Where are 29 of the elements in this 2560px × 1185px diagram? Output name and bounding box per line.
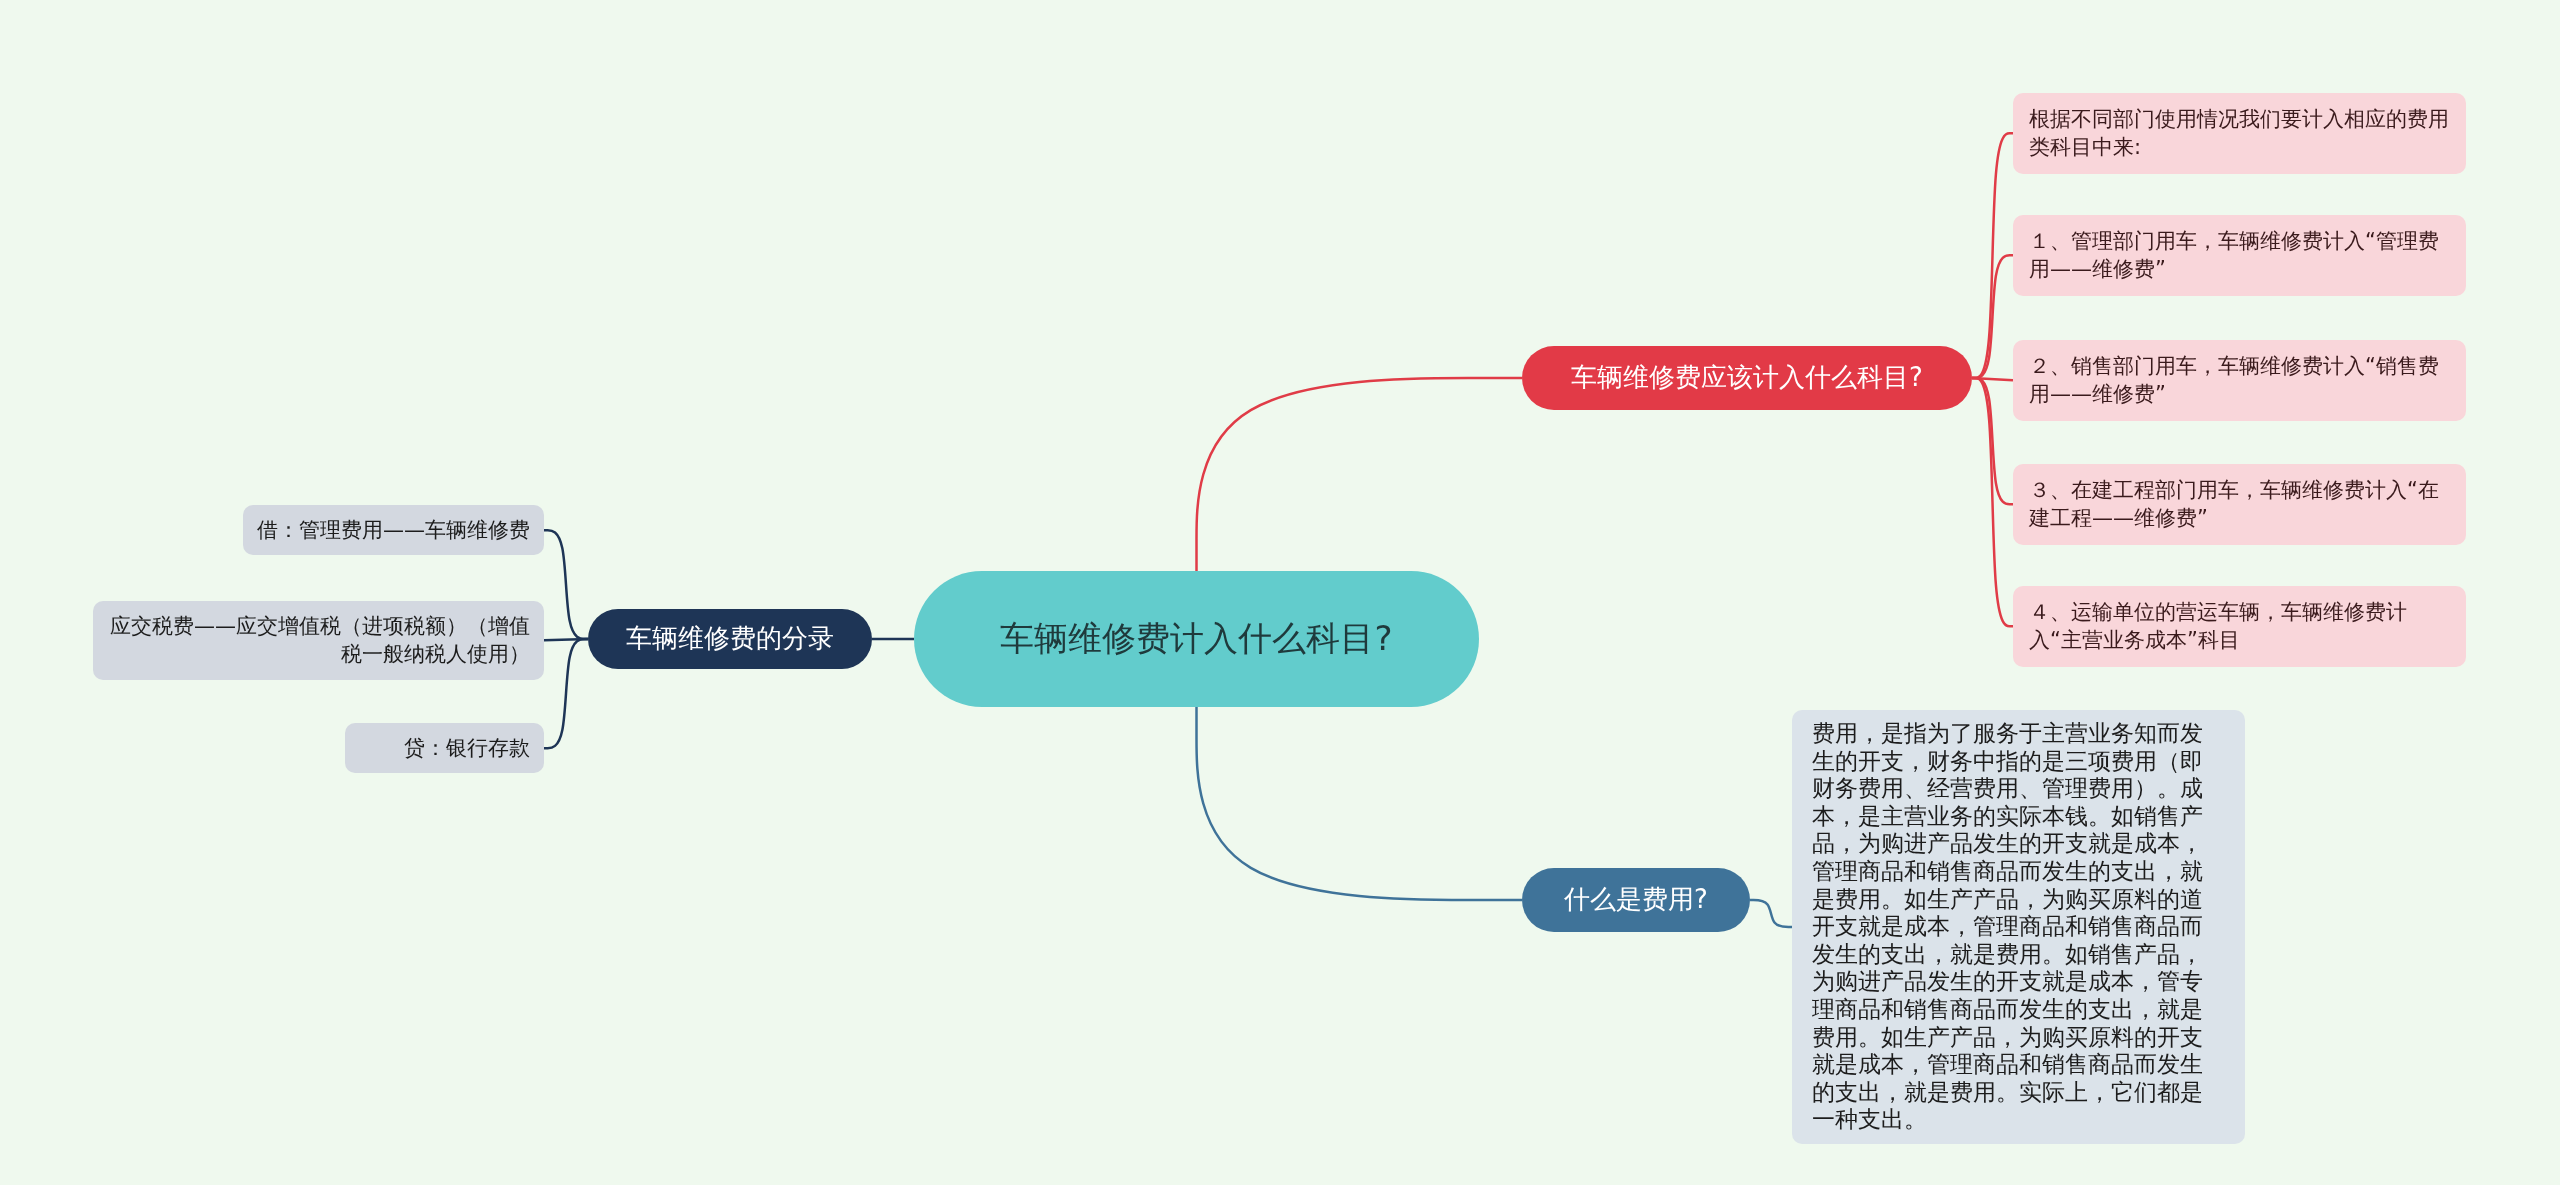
topic-text: 什么是费用? bbox=[1564, 883, 1708, 917]
description-text: 费用，是指为了服务于主营业务知而发生的开支，财务中指的是三项费用（即财务费用、经营费用、管理费用）。成本，是主营业务的实际本钱。如销售产品，为购进产品发生的开支就是成本，管理商品和销售商品而发生的支出，就是费用。如生产产品，为购买原料的道开支就是成本，管理商品和销售商品而发生的支出，就是费用。如销售产品，为购进产品发生的开支就是成本，管专理商品和销售商品而发生的支出，就是费用。如生产产品，为购买原料的开支就是成本，管理商品和销售商品而发生的支出，就是费用。实际上，它们都是一种支出。 bbox=[1812, 720, 2204, 1134]
note-card bbox=[2013, 215, 2466, 296]
branch-line bbox=[1750, 898, 1792, 929]
note-text: １、管理部门用车，车辆维修费计入“管理费用——维修费” bbox=[2029, 228, 2440, 284]
note-text: ２、销售部门用车，车辆维修费计入“销售费用——维修费” bbox=[2029, 353, 2440, 409]
note-text: 根据不同部门使用情况我们要计入相应的费用类科目中来: bbox=[2029, 106, 2450, 162]
entry-card bbox=[93, 601, 544, 680]
entry-text: 贷：银行存款 bbox=[403, 735, 530, 762]
topic-pill bbox=[588, 609, 872, 669]
note-card bbox=[2013, 586, 2466, 667]
topic-text: 车辆维修费的分录 bbox=[626, 622, 834, 656]
branch-line bbox=[544, 637, 588, 750]
central-topic-text: 车辆维修费计入什么科目? bbox=[1000, 617, 1393, 661]
entry-card bbox=[345, 723, 544, 774]
entry-text: 应交税费——应交增值税（进项税额）（增值税一般纳税人使用） bbox=[109, 613, 530, 669]
note-card bbox=[2013, 340, 2466, 421]
entry-card bbox=[243, 505, 544, 556]
topic-text: 车辆维修费应该计入什么科目? bbox=[1571, 361, 1923, 395]
entry-text: 借：管理费用——车辆维修费 bbox=[257, 517, 530, 544]
note-card bbox=[2013, 93, 2466, 174]
note-text: ３、在建工程部门用车，车辆维修费计入“在建工程——维修费” bbox=[2029, 477, 2440, 533]
note-text: ４、运输单位的营运车辆，车辆维修费计入“主营业务成本”科目 bbox=[2029, 599, 2408, 655]
description-card bbox=[1792, 710, 2245, 1144]
branch-line bbox=[1972, 376, 2013, 628]
branch-line bbox=[1195, 707, 1522, 902]
branch-line bbox=[872, 637, 914, 641]
note-card bbox=[2013, 464, 2466, 545]
branch-line bbox=[1195, 376, 1522, 571]
